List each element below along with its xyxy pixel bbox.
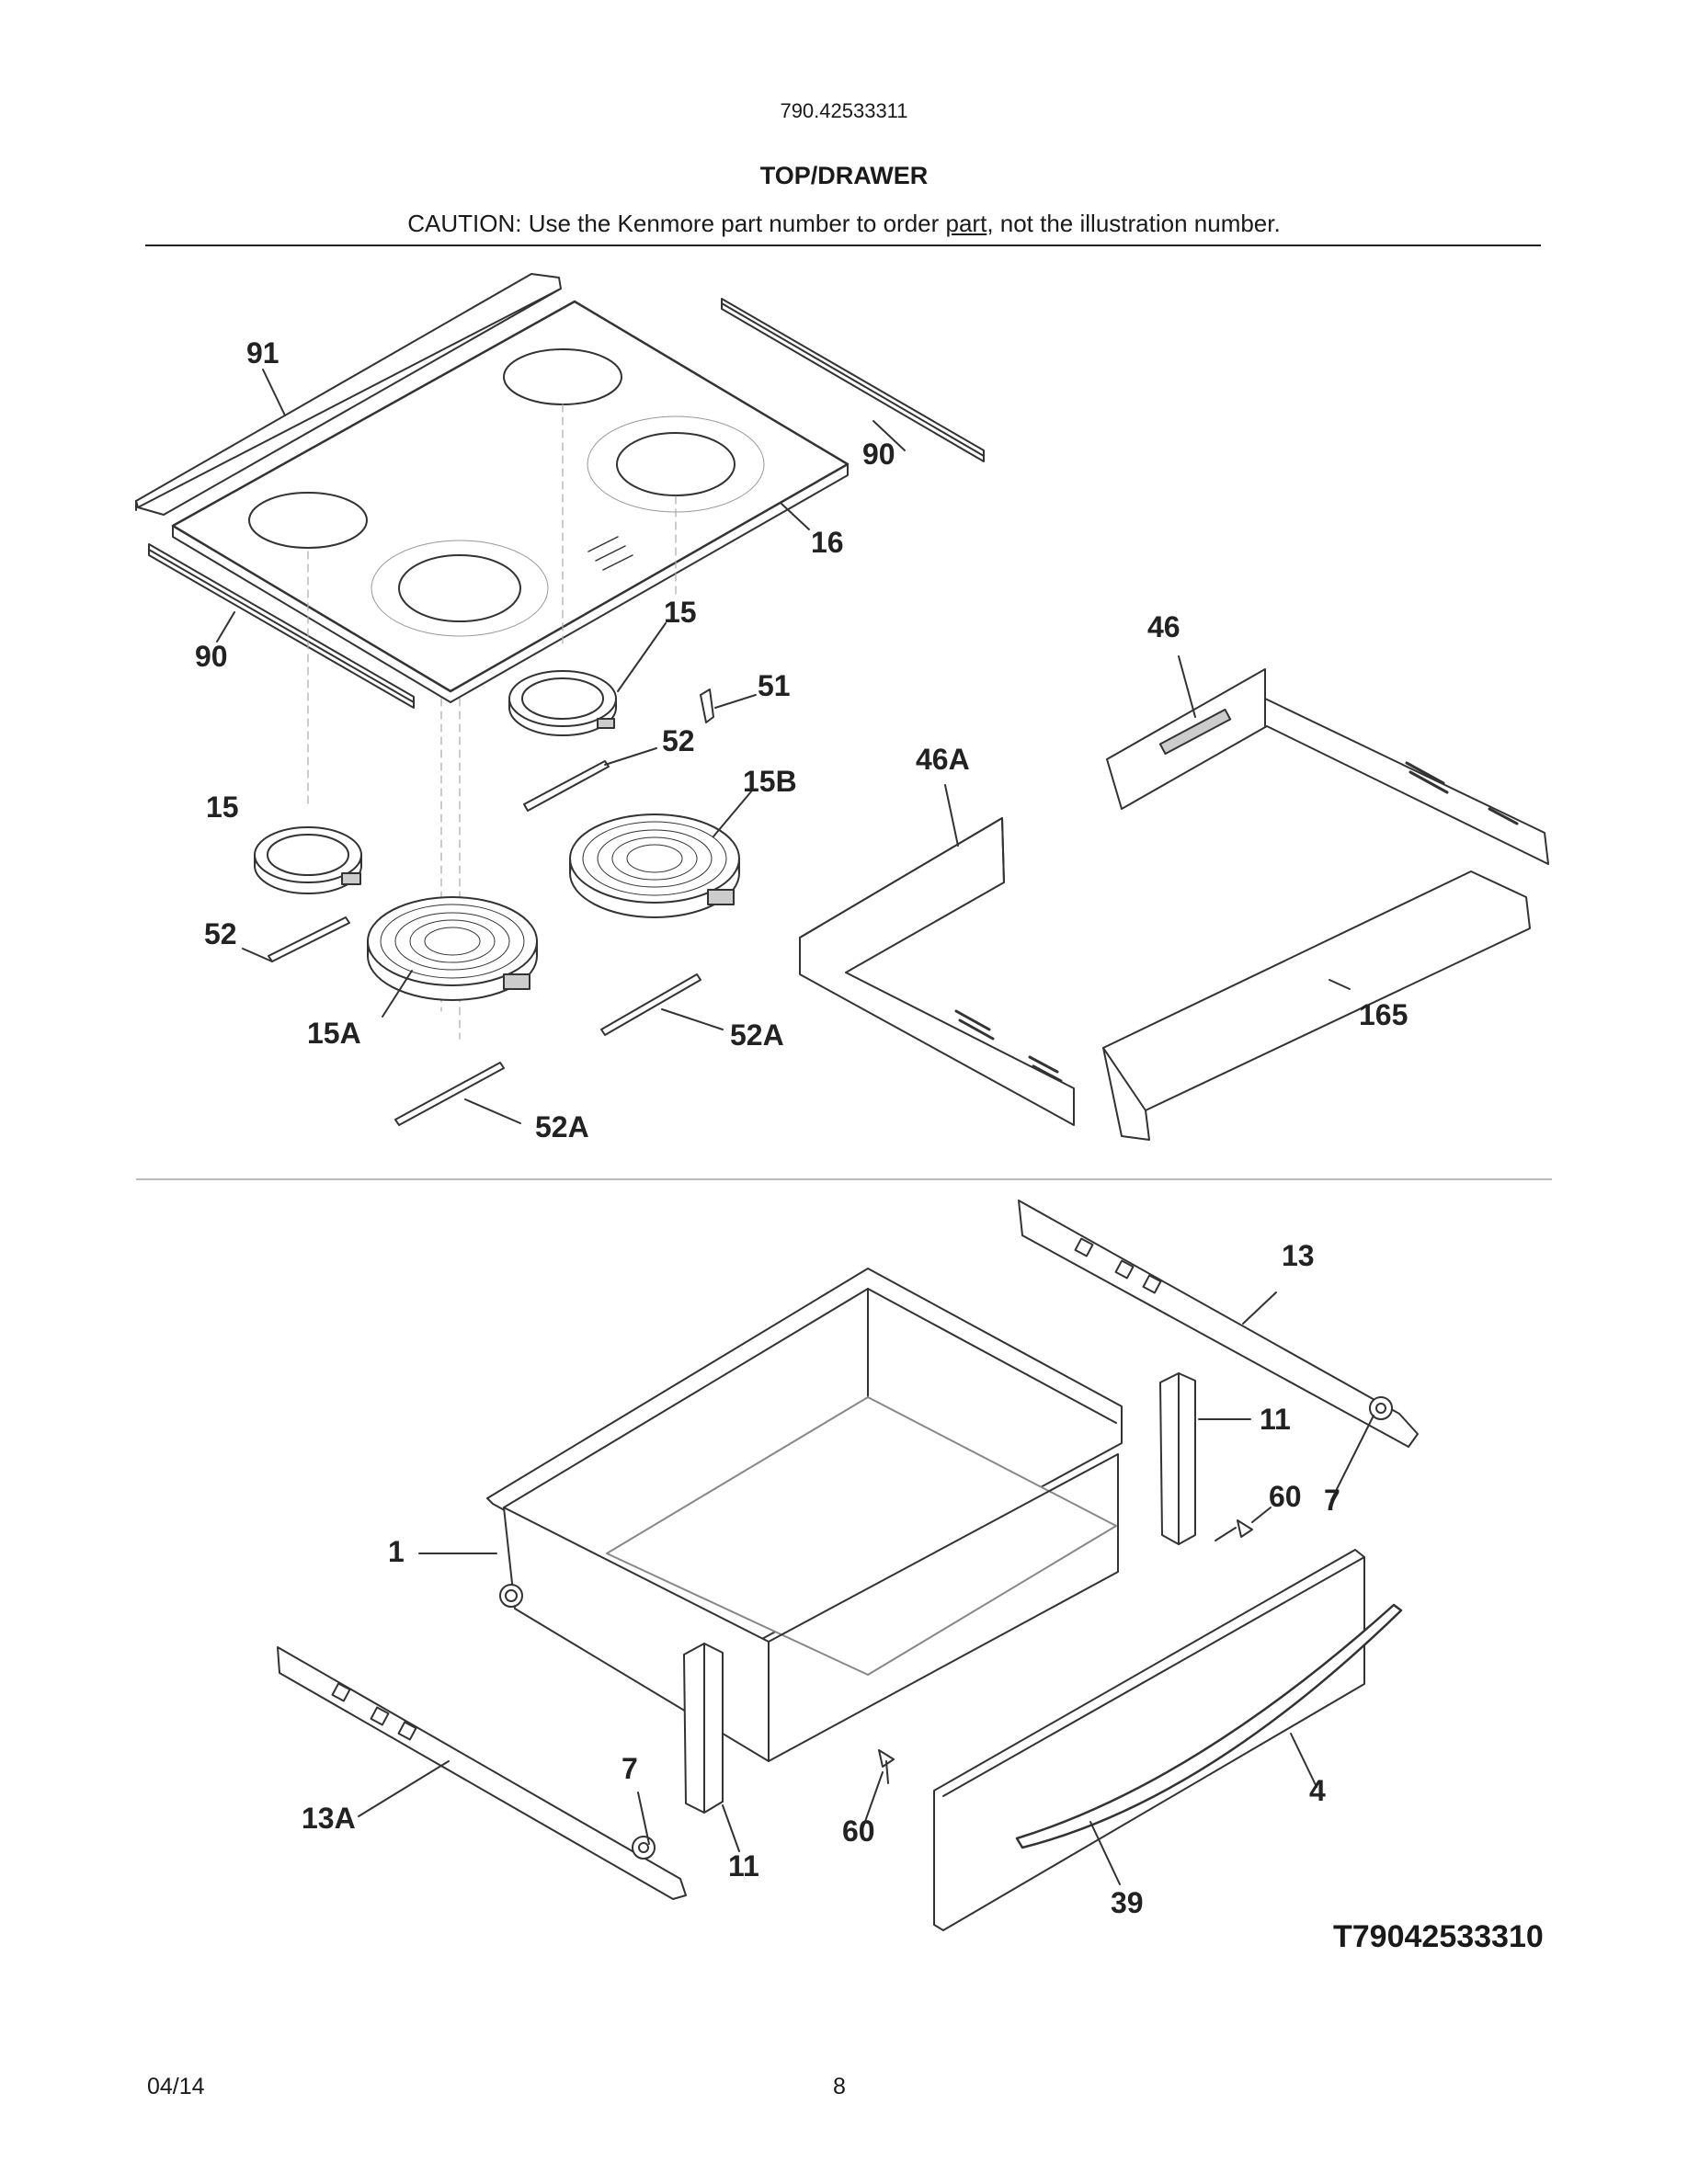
strap-52A-right [600, 973, 701, 1036]
footer-date: 04/14 [147, 2074, 205, 2099]
callout-52-rear: 52 [662, 724, 695, 757]
handle-39 [1015, 1603, 1403, 1849]
callout-15-rear: 15 [664, 596, 697, 629]
strap-52A-front [394, 1062, 505, 1126]
callout-90-front: 90 [195, 640, 228, 673]
caution-part-link: part [945, 210, 987, 237]
callout-90-right: 90 [862, 438, 895, 471]
callout-13: 13 [1282, 1239, 1315, 1272]
cooktop-glass-16 [171, 300, 850, 703]
callout-15B: 15B [743, 765, 797, 798]
screw-60-right [1215, 1519, 1253, 1541]
callout-39: 39 [1111, 1886, 1144, 1919]
trim-90-right [721, 298, 985, 462]
bracket-11-right [1159, 1372, 1196, 1545]
drawer-front-4 [933, 1549, 1365, 1931]
callout-52-left: 52 [204, 917, 237, 950]
page-number: 8 [833, 2074, 846, 2099]
strap-52-rear [523, 760, 610, 812]
rail-165 [1102, 870, 1531, 1141]
clip-51 [700, 688, 714, 723]
element-15A [367, 896, 538, 1001]
element-15-rear [508, 670, 617, 736]
callout-15A: 15A [307, 1017, 361, 1050]
callout-13A: 13A [302, 1802, 356, 1835]
callout-60-right: 60 [1269, 1480, 1302, 1513]
element-15-left [254, 826, 362, 894]
header-rule [145, 245, 1541, 246]
burner-mark-front-right [398, 554, 521, 622]
burner-mark-front-left [248, 492, 368, 549]
section-divider [136, 1178, 1552, 1180]
burner-mark-rear-right [616, 432, 736, 496]
model-number: 790.42533311 [780, 99, 908, 122]
callout-52A-right: 52A [730, 1018, 784, 1052]
diagram-code: T79042533310 [1333, 1919, 1544, 1954]
callout-4: 4 [1309, 1774, 1326, 1807]
callout-52A-front: 52A [535, 1110, 589, 1143]
bracket-46 [1106, 668, 1549, 865]
element-15B [569, 813, 740, 918]
page-title: TOP/DRAWER [759, 162, 929, 189]
callout-60-left: 60 [842, 1814, 875, 1848]
callout-165: 165 [1359, 998, 1409, 1031]
callout-11-left: 11 [728, 1849, 759, 1883]
screw-60-left [878, 1749, 895, 1784]
trim-91 [135, 273, 562, 516]
callout-91: 91 [246, 336, 279, 370]
callout-46A: 46A [916, 743, 970, 776]
bracket-11-left [683, 1643, 724, 1814]
caution-prefix: CAUTION: Use the Kenmore part number to … [407, 210, 946, 237]
trim-90-front [148, 543, 415, 709]
strap-52-left [268, 916, 350, 962]
callout-7-left: 7 [622, 1752, 638, 1785]
callout-46: 46 [1147, 610, 1180, 643]
callout-15-left: 15 [206, 791, 239, 824]
caution-notice: CAUTION: Use the Kenmore part number to … [0, 210, 1688, 238]
caution-suffix: , not the illustration number. [987, 210, 1281, 237]
callout-11-right: 11 [1260, 1403, 1291, 1436]
callout-51: 51 [758, 669, 791, 702]
drawer-box-1 [486, 1268, 1123, 1762]
bracket-46A [799, 817, 1075, 1126]
callout-7-right: 7 [1324, 1484, 1340, 1517]
callout-16: 16 [811, 526, 844, 559]
callout-1: 1 [388, 1535, 405, 1568]
slide-13 [1018, 1200, 1419, 1448]
